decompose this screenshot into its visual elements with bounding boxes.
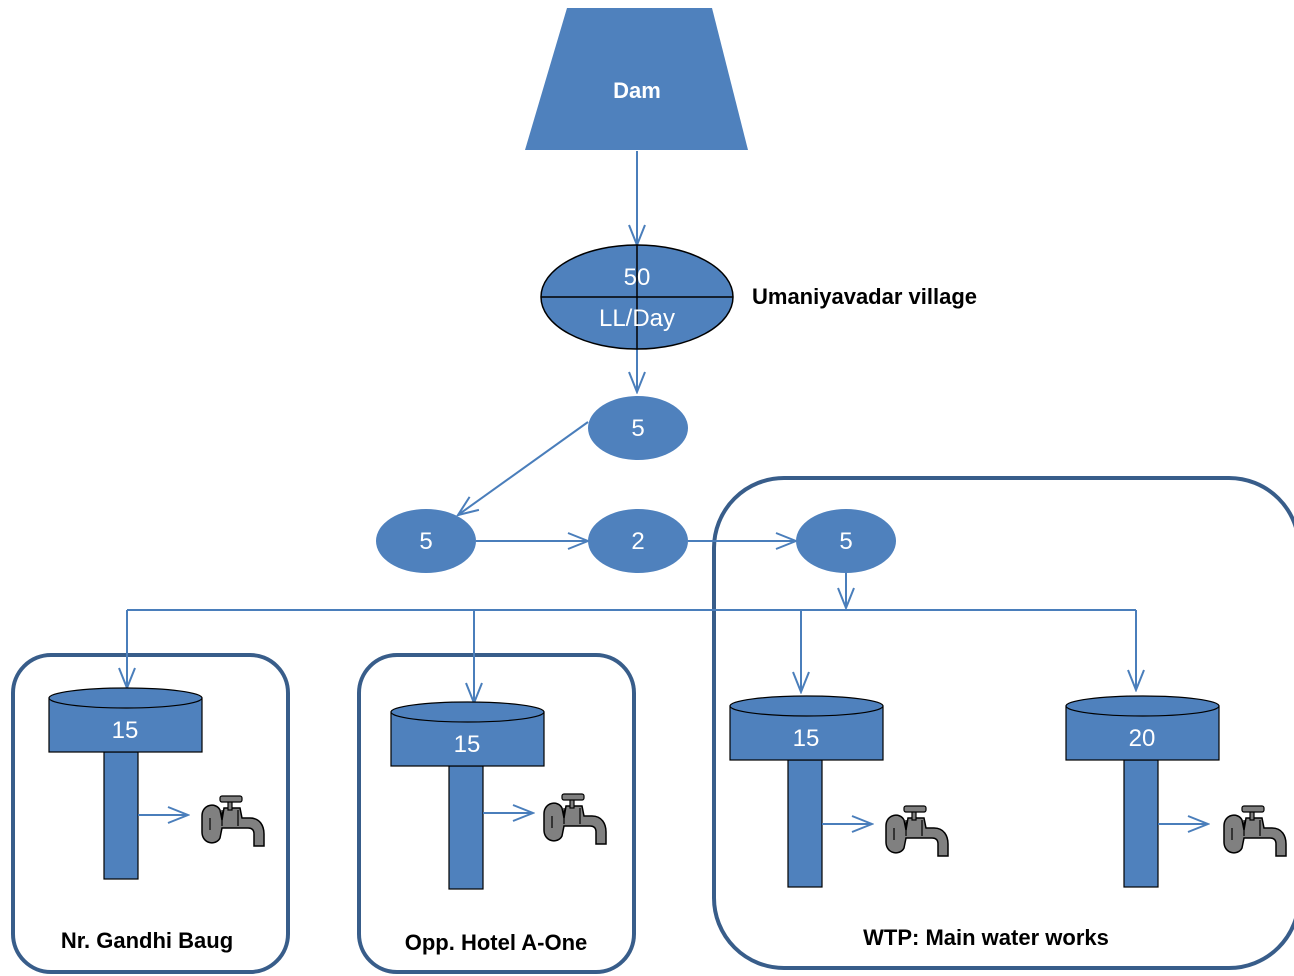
village-node-top-value: 50 <box>624 264 651 291</box>
group-frame-gandhi-baug <box>11 653 290 974</box>
site-label-wtp: WTP: Main water works <box>863 925 1109 950</box>
tank-2-top <box>390 701 545 723</box>
water-tap-icon <box>543 793 607 845</box>
tank-3: 15 <box>729 695 949 888</box>
dam-label: Dam <box>613 78 661 103</box>
tank-1: 15 <box>48 687 265 880</box>
flow-node-1 <box>588 396 688 460</box>
tank-4-pillar <box>1123 759 1159 888</box>
tank-3-pillar <box>787 759 823 888</box>
water-tap-icon <box>201 795 265 847</box>
group-frame-hotel-a-one <box>357 653 636 974</box>
tank-1-value: 15 <box>112 717 139 744</box>
tank-4-top <box>1065 695 1220 717</box>
flow-node-2-value: 5 <box>419 528 432 555</box>
flow-node-1-value: 5 <box>631 415 644 442</box>
flow-node-4 <box>796 509 896 573</box>
site-label-hotel-a-one: Opp. Hotel A-One <box>405 930 588 955</box>
village-node-unit: LL/Day <box>599 305 675 332</box>
water-tap-icon <box>885 805 949 857</box>
tank-2-pillar <box>448 765 484 890</box>
flow-node-3-value: 2 <box>631 528 644 555</box>
tank-4: 20 <box>1065 695 1287 888</box>
flow-node-2 <box>376 509 476 573</box>
village-label: Umaniyavadar village <box>752 284 977 309</box>
water-tap-icon <box>1223 805 1287 857</box>
tank-4-value: 20 <box>1129 725 1156 752</box>
tank-1-top <box>48 687 203 709</box>
arrow-node1-to-node2 <box>458 421 589 515</box>
tank-1-pillar <box>103 751 139 880</box>
flow-node-3 <box>588 509 688 573</box>
tank-2: 15 <box>390 701 607 890</box>
tank-3-value: 15 <box>793 725 820 752</box>
flow-node-4-value: 5 <box>839 528 852 555</box>
tank-3-top <box>729 695 884 717</box>
site-label-gandhi-baug: Nr. Gandhi Baug <box>61 928 233 953</box>
group-frame-wtp <box>712 476 1294 970</box>
tank-2-value: 15 <box>454 731 481 758</box>
dam-shape <box>525 8 748 150</box>
